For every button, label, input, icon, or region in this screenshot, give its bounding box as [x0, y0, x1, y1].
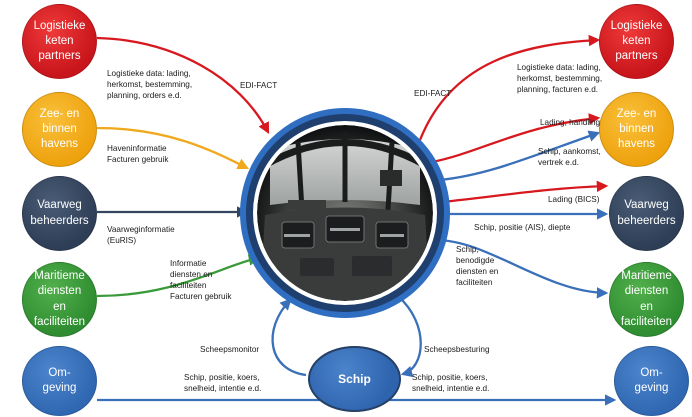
label-right-ais: Schip, positie (AIS), diepte: [474, 223, 571, 232]
label-right-edi-fact: EDI-FACT: [414, 89, 452, 98]
label-right-lading-bics: Lading (BICS): [548, 195, 600, 204]
connector-right-havens-lading: [431, 113, 601, 164]
connector-left-havens: [96, 126, 250, 170]
connector-left-maritiem: [96, 254, 261, 298]
label-right-schip-aankomst: Schip, aankomst, vertrek e.d.: [538, 147, 601, 168]
connector-left-logistiek: [96, 36, 270, 135]
central-hub: [240, 108, 450, 318]
connector-scheepsmonitor: [271, 298, 307, 377]
node-right-maritieme-diensten: Maritieme diensten en faciliteiten: [609, 262, 684, 337]
connector-scheepsbesturing: [397, 295, 422, 378]
node-right-omgeving: Om- geving: [614, 346, 689, 416]
node-schip: Schip: [308, 346, 401, 412]
label-right-lading-handling: Lading, handling: [540, 118, 601, 127]
node-right-vaarweg-beheerders: Vaarweg beheerders: [609, 176, 684, 251]
ship-bridge-photo: [257, 125, 433, 301]
label-monitor-data: Schip, positie, koers, snelheid, intenti…: [184, 373, 262, 394]
node-left-omgeving: Om- geving: [22, 346, 97, 416]
label-scheepsmonitor: Scheepsmonitor: [200, 345, 260, 354]
label-right-benodigde-diensten: Schip, benodigde diensten en faciliteite…: [456, 245, 499, 288]
connector-right-vaarweg-lading: [441, 180, 609, 204]
node-left-maritieme-diensten: Maritieme diensten en faciliteiten: [22, 262, 97, 337]
label-left-logistieke-data: Logistieke data: lading, herkomst, beste…: [107, 69, 193, 101]
label-left-informatie-diensten: Informatie diensten en faciliteiten Fact…: [170, 259, 232, 302]
node-left-zee-en-binnen-havens: Zee- en binnen havens: [22, 92, 97, 167]
label-left-haveninformatie: Haveninformatie Facturen gebruik: [107, 144, 169, 165]
label-left-vaarweginformatie: Vaarweginformatie (EuRIS): [107, 225, 175, 246]
label-right-logistieke-data: Logistieke data: lading, herkomst, beste…: [517, 63, 603, 95]
connector-right-maritiem: [435, 238, 609, 299]
label-scheepsbesturing: Scheepsbesturing: [424, 345, 490, 354]
label-left-edi-fact: EDI-FACT: [240, 81, 278, 90]
label-besturing-data: Schip, positie, koers, snelheid, intenti…: [412, 373, 490, 394]
connector-right-logistiek: [418, 34, 601, 141]
node-right-logistieke-keten-partners: Logistieke keten partners: [599, 4, 674, 79]
node-left-vaarweg-beheerders: Vaarweg beheerders: [22, 176, 97, 251]
connector-right-havens-schip: [439, 130, 601, 182]
node-left-logistieke-keten-partners: Logistieke keten partners: [22, 4, 97, 79]
node-right-zee-en-binnen-havens: Zee- en binnen havens: [599, 92, 674, 167]
